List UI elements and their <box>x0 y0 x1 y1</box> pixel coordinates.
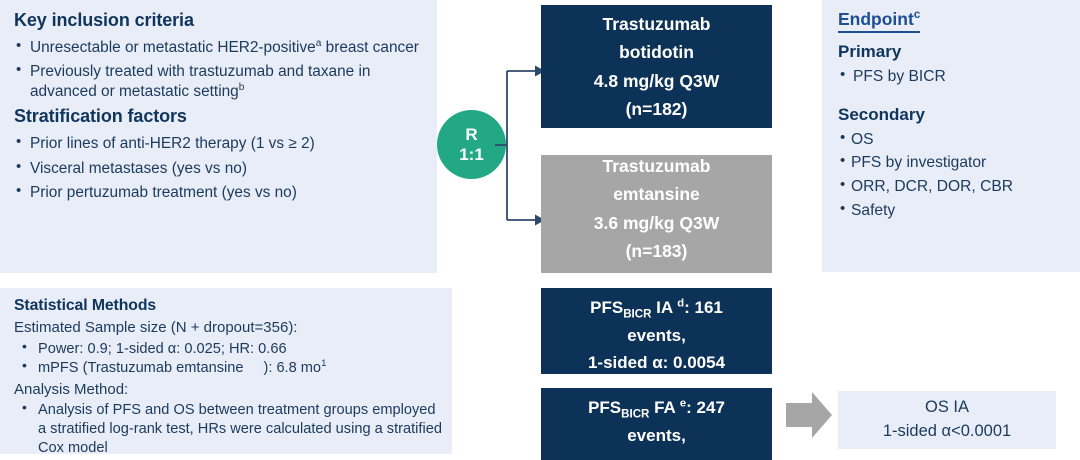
footnote-marker: e <box>679 397 687 410</box>
randomization-connector <box>495 65 545 226</box>
analysis-label: PFS <box>590 298 624 317</box>
arm-line: Trastuzumab <box>602 155 711 176</box>
pfs-bicr-ia-box: PFSBICR IA d: 161 events, 1-sided α: 0.0… <box>541 288 772 374</box>
analysis-rest: IA <box>651 298 678 317</box>
os-line1: OS IA <box>924 398 969 417</box>
footnote-marker: d <box>677 297 685 310</box>
list-item: Prior lines of anti-HER2 therapy (1 vs ≥… <box>14 133 425 153</box>
analysis-value: : 161 <box>684 298 723 317</box>
criteria-tail: breast cancer <box>321 39 419 56</box>
footnote-marker: c <box>913 9 921 22</box>
reference-marker: 1 <box>321 358 327 370</box>
arm-line: 4.8 mg/kg Q3W <box>593 70 720 91</box>
list-item: Analysis of PFS and OS between treatment… <box>14 399 442 457</box>
arm-line: emtansine <box>613 184 700 205</box>
arm-line: botidotin <box>619 42 694 63</box>
footnote-marker: b <box>238 81 245 93</box>
analysis-heading: PFSBICR FA e: 247 <box>588 394 725 422</box>
list-item: Power: 0.9; 1-sided α: 0.025; HR: 0.66 <box>14 338 442 359</box>
secondary-endpoint-heading: Secondary <box>838 104 925 124</box>
list-item: OS <box>838 129 1070 150</box>
criteria-text: Previously treated with trastuzumab and … <box>30 63 371 100</box>
inclusion-title: Key inclusion criteria <box>14 10 194 30</box>
analysis-method-line: Analysis Method: <box>14 380 129 398</box>
arm-line: 3.6 mg/kg Q3W <box>593 212 720 233</box>
analysis-heading: PFSBICR IA d: 161 <box>590 294 723 322</box>
secondary-endpoint-list: OS PFS by investigator ORR, DCR, DOR, CB… <box>838 129 1070 221</box>
endpoint-title-text: Endpoint <box>838 9 914 29</box>
analysis-value: : 247 <box>686 398 725 417</box>
statistical-methods-panel: Statistical Methods Estimated Sample siz… <box>0 288 452 457</box>
sample-size-line: Estimated Sample size (N + dropout=356): <box>14 319 298 336</box>
mpfs-post: ): 6.8 mo <box>263 360 322 377</box>
os-interim-analysis-box: OS IA 1-sided α<0.0001 <box>838 391 1056 449</box>
right-block-arrow-icon <box>786 392 832 438</box>
analysis-label: PFS <box>588 398 622 417</box>
mpfs-pre: mPFS (Trastuzumab emtansine <box>38 360 244 377</box>
pfs-bicr-fa-box: PFSBICR FA e: 247 events, <box>541 388 772 460</box>
randomization-ratio: 1:1 <box>459 144 484 164</box>
analysis-line2: events, <box>627 425 686 445</box>
analysis-sublabel: BICR <box>623 308 652 321</box>
list-item: PFS by BICR <box>838 66 1070 87</box>
analysis-sublabel: BICR <box>621 408 650 421</box>
inclusion-criteria-list: Unresectable or metastatic HER2-positive… <box>14 37 425 101</box>
os-line2: 1-sided α<0.0001 <box>882 422 1012 440</box>
experimental-arm-box: Trastuzumab botidotin 4.8 mg/kg Q3W (n=1… <box>541 5 772 128</box>
sample-size-bullets: Power: 0.9; 1-sided α: 0.025; HR: 0.66 m… <box>14 338 442 378</box>
control-arm-text: Trastuzumab emtansine 3.6 mg/kg Q3W (n=1… <box>594 155 719 265</box>
stratification-list: Prior lines of anti-HER2 therapy (1 vs ≥… <box>14 133 425 202</box>
statistics-title: Statistical Methods <box>14 297 157 314</box>
list-item: Safety <box>838 200 1070 221</box>
analysis-line2: events, <box>627 325 686 345</box>
arm-line: Trastuzumab <box>602 13 711 34</box>
primary-endpoint-list: PFS by BICR <box>838 66 1070 87</box>
list-item: mPFS (Trastuzumab emtansine ): 6.8 mo1 <box>14 357 442 378</box>
endpoint-title: Endpointc <box>838 9 921 33</box>
criteria-text: Unresectable or metastatic HER2-positive <box>30 39 316 56</box>
list-item: Prior pertuzumab treatment (yes vs no) <box>14 182 425 202</box>
list-item: Unresectable or metastatic HER2-positive… <box>14 37 425 57</box>
list-item: Visceral metastases (yes vs no) <box>14 158 425 178</box>
endpoint-panel: Endpointc Primary PFS by BICR Secondary … <box>822 0 1080 272</box>
analysis-rest: FA <box>649 398 680 417</box>
list-item: PFS by investigator <box>838 152 1070 173</box>
list-item: ORR, DCR, DOR, CBR <box>838 176 1070 197</box>
arm-line: (n=182) <box>625 98 688 119</box>
control-arm-box: Trastuzumab emtansine 3.6 mg/kg Q3W (n=1… <box>541 155 772 273</box>
analysis-line3: 1-sided α: 0.0054 <box>587 353 726 373</box>
key-inclusion-criteria-panel: Key inclusion criteria Unresectable or m… <box>0 0 437 273</box>
stratification-title: Stratification factors <box>14 106 187 127</box>
footnote-marker: a <box>315 37 322 49</box>
analysis-method-bullets: Analysis of PFS and OS between treatment… <box>14 399 442 457</box>
randomization-node: R 1:1 <box>437 110 506 179</box>
list-item: Previously treated with trastuzumab and … <box>14 61 425 101</box>
primary-endpoint-heading: Primary <box>838 42 902 61</box>
arm-line: (n=183) <box>625 240 688 261</box>
randomization-label: R <box>465 125 478 145</box>
